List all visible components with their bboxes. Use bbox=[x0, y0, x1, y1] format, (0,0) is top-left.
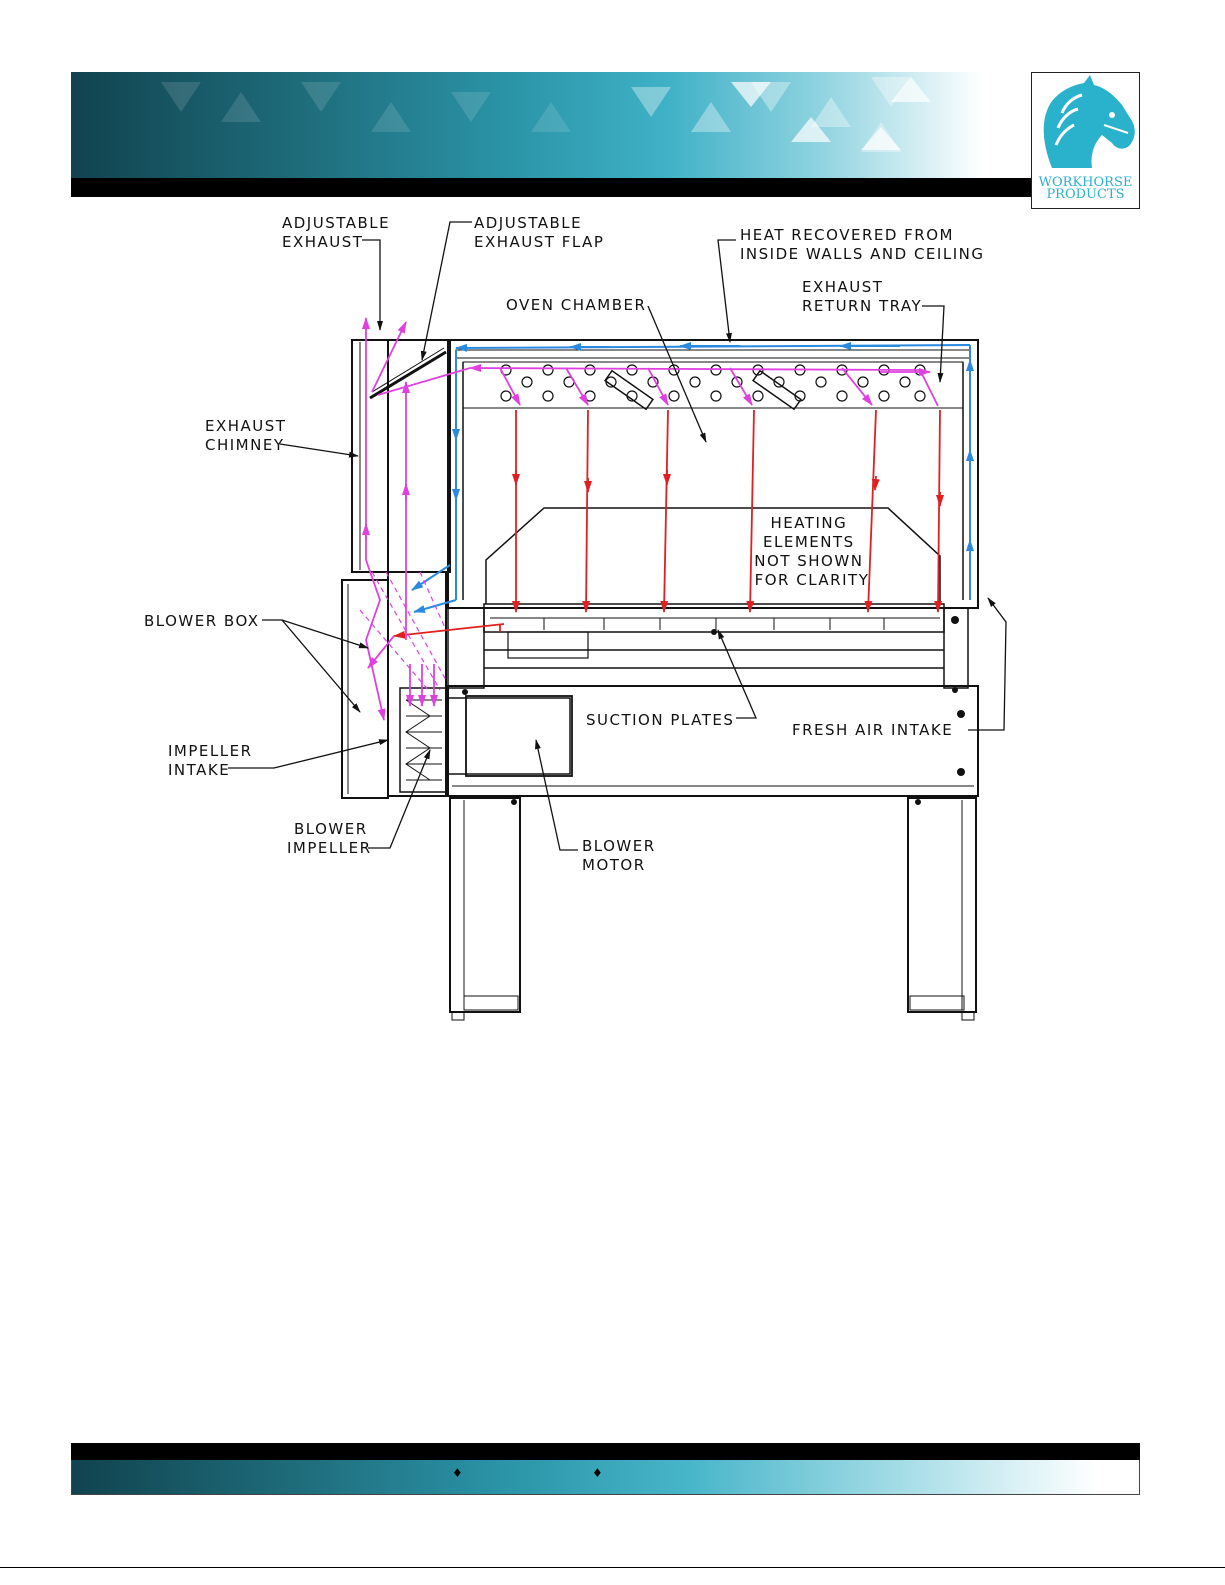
label-blower-impeller: BLOWER IMPELLER bbox=[287, 820, 374, 857]
label-suction-plates: SUCTION PLATES bbox=[586, 711, 734, 729]
oven-structure bbox=[342, 340, 978, 1020]
leader-heat-recovered bbox=[718, 240, 736, 342]
leader-suction-plates bbox=[718, 630, 756, 718]
leader-blower-box-1 bbox=[262, 620, 368, 648]
label-oven-chamber: OVEN CHAMBER bbox=[506, 296, 646, 314]
label-impeller-intake: IMPELLER INTAKE bbox=[168, 742, 259, 779]
right-leg bbox=[908, 798, 976, 1012]
label-heating-elements: HEATING ELEMENTS NOT SHOWN FOR CLARITY bbox=[754, 514, 869, 589]
label-adjustable-exhaust: ADJUSTABLE EXHAUST bbox=[282, 214, 396, 251]
label-exhaust-return-tray: EXHAUST RETURN TRAY bbox=[802, 278, 922, 315]
label-adjustable-exhaust-flap: ADJUSTABLE EXHAUST FLAP bbox=[474, 214, 604, 251]
blower-box-body bbox=[342, 580, 388, 798]
footer-separator-2: ♦ bbox=[592, 1466, 603, 1480]
label-blower-motor: BLOWER MOTOR bbox=[582, 837, 662, 874]
blower-motor-body bbox=[466, 696, 572, 776]
label-fresh-air-intake: FRESH AIR INTAKE bbox=[792, 721, 953, 739]
footer-separator-1: ♦ bbox=[452, 1466, 463, 1480]
leader-adjustable-exhaust bbox=[362, 240, 380, 330]
page-bottom-rule bbox=[0, 1567, 1225, 1568]
exhaust-duct bbox=[388, 340, 450, 572]
oven-chamber-body bbox=[448, 340, 978, 608]
leader-oven-chamber bbox=[648, 306, 706, 442]
leader-exhaust-chimney bbox=[280, 444, 358, 456]
label-exhaust-chimney: EXHAUST CHIMNEY bbox=[205, 417, 293, 454]
footer-black-bar bbox=[71, 1443, 1140, 1460]
footer-banner bbox=[71, 1460, 1140, 1495]
left-leg bbox=[450, 798, 520, 1012]
heated-air-flow bbox=[394, 410, 940, 636]
leader-lines bbox=[228, 222, 1006, 850]
label-blower-box: BLOWER BOX bbox=[144, 612, 260, 630]
label-heat-recovered: HEAT RECOVERED FROM INSIDE WALLS AND CEI… bbox=[740, 226, 984, 263]
leader-fresh-air-intake bbox=[968, 598, 1006, 730]
